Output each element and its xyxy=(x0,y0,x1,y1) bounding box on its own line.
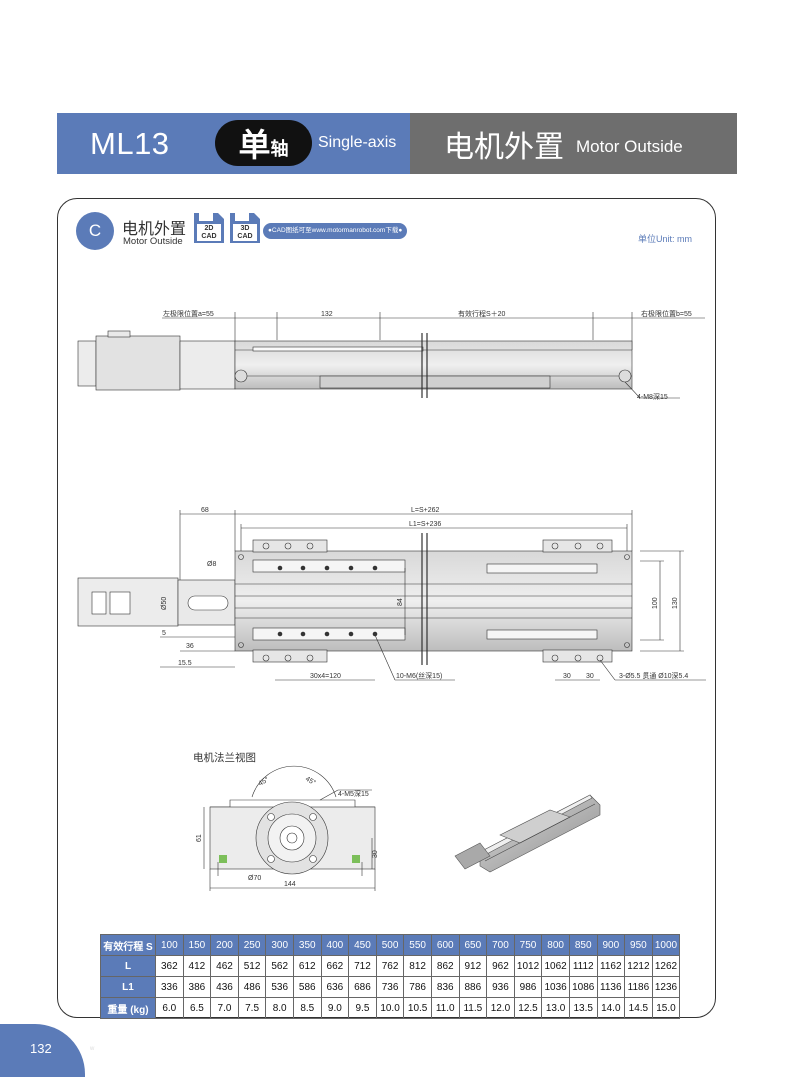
banner-type-block: 电机外置 Motor Outside xyxy=(410,113,737,174)
table-row: 有效行程 S 100 150 200 250 300 350 400 450 5… xyxy=(100,934,681,956)
row-label-L: L xyxy=(100,955,156,977)
cad-3d-icon[interactable]: 3D CAD xyxy=(229,212,261,244)
banner-model-block: ML13 单 轴 Single-axis xyxy=(57,113,410,174)
cad-download-note[interactable]: ●CAD图纸可至www.motormanrobot.com下载● xyxy=(263,223,408,239)
model-name: ML13 xyxy=(90,126,170,161)
row-label-stroke: 有效行程 S xyxy=(100,934,156,956)
axis-en: Single-axis xyxy=(318,134,397,151)
table-row: L 362 412 462 512 562 612 662 712 762 81… xyxy=(100,955,681,977)
flange-view-title: 电机法兰视图 xyxy=(193,752,256,764)
section-title-cn: 电机外置 xyxy=(122,221,187,238)
row-label-weight: 重量 (kg) xyxy=(100,997,156,1019)
type-cn: 电机外置 xyxy=(444,130,564,164)
section-badge: C xyxy=(76,212,114,250)
page-mark: w xyxy=(90,1046,95,1052)
axis-cn-big: 单 xyxy=(238,127,271,163)
table-row: L1 336 386 436 486 536 586 636 686 736 7… xyxy=(100,976,681,998)
header-banner: ML13 单 轴 Single-axis 电机外置 Motor Outside xyxy=(57,113,737,174)
cad-2d-line1: 2D xyxy=(204,225,214,232)
cad-3d-line1: 3D xyxy=(240,225,250,232)
type-en: Motor Outside xyxy=(576,137,683,156)
section-title-en: Motor Outside xyxy=(123,236,183,247)
cad-2d-icon[interactable]: 2D CAD xyxy=(193,212,225,244)
row-label-L1: L1 xyxy=(100,976,156,998)
cad-2d-line2: CAD xyxy=(201,232,217,240)
content-frame xyxy=(57,198,716,1018)
axis-pill: 单 轴 xyxy=(215,120,312,166)
unit-label: 单位Unit: mm xyxy=(638,234,693,244)
cad-3d-line2: CAD xyxy=(237,232,253,240)
page-number: 132 xyxy=(30,1041,52,1056)
spec-table: 有效行程 S 100 150 200 250 300 350 400 450 5… xyxy=(100,934,681,1019)
table-row: 重量 (kg) 6.0 6.5 7.0 7.5 8.0 8.5 9.0 9.5 … xyxy=(100,997,681,1019)
axis-cn-small: 轴 xyxy=(270,139,289,159)
